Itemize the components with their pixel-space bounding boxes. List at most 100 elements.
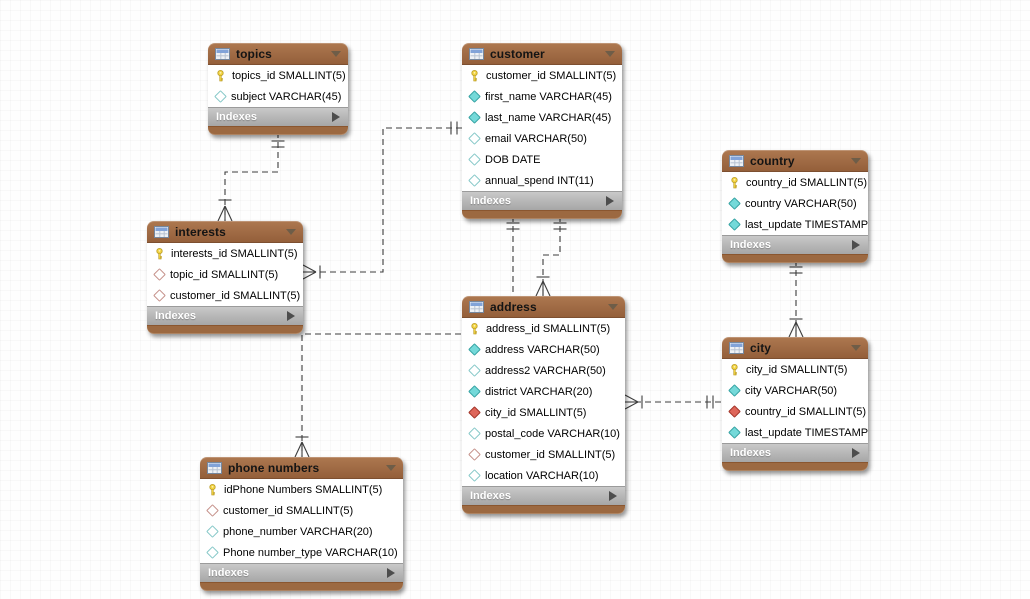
table-country[interactable]: country country_id SMALLINT(5) country VAR… [722, 150, 868, 263]
table-header[interactable]: customer [462, 43, 622, 65]
indexes-bar[interactable]: Indexes [462, 191, 622, 210]
collapse-arrow-icon[interactable] [851, 157, 861, 164]
relationship-city-address[interactable] [624, 394, 722, 410]
column-row[interactable]: phone_number VARCHAR(20) [200, 521, 403, 542]
column-label: city_id SMALLINT(5) [746, 363, 848, 376]
indexes-bar[interactable]: Indexes [722, 235, 868, 254]
indexes-label: Indexes [155, 310, 196, 322]
table-city[interactable]: city city_id SMALLINT(5) city VARCHAR(50)c… [722, 337, 868, 471]
table-header[interactable]: topics [208, 43, 348, 65]
column-row[interactable]: district VARCHAR(20) [462, 381, 625, 402]
collapse-arrow-icon[interactable] [286, 228, 296, 235]
foreign-key-nullable-icon [153, 289, 166, 302]
column-notnull-icon [468, 385, 481, 398]
collapse-arrow-icon[interactable] [331, 50, 341, 57]
column-label: Phone number_type VARCHAR(10) [223, 546, 398, 559]
column-list: country_id SMALLINT(5) country VARCHAR(50… [722, 172, 868, 235]
column-row[interactable]: topic_id SMALLINT(5) [147, 264, 303, 285]
column-nullable-icon [206, 525, 219, 538]
collapse-arrow-icon[interactable] [386, 464, 396, 471]
column-row[interactable]: country_id SMALLINT(5) [722, 172, 868, 193]
collapse-arrow-icon[interactable] [851, 344, 861, 351]
column-row[interactable]: country VARCHAR(50) [722, 193, 868, 214]
table-title: city [750, 340, 772, 355]
table-header[interactable]: address [462, 296, 625, 318]
column-label: country_id SMALLINT(5) [746, 176, 868, 189]
column-row[interactable]: Phone number_type VARCHAR(10) [200, 542, 403, 563]
expand-arrow-icon[interactable] [609, 491, 617, 501]
column-row[interactable]: customer_id SMALLINT(5) [200, 500, 403, 521]
column-row[interactable]: city VARCHAR(50) [722, 380, 868, 401]
column-label: customer_id SMALLINT(5) [485, 448, 616, 461]
column-nullable-icon [468, 469, 481, 482]
collapse-arrow-icon[interactable] [605, 50, 615, 57]
column-row[interactable]: customer_id SMALLINT(5) [462, 65, 622, 86]
indexes-bar[interactable]: Indexes [200, 563, 403, 582]
table-header[interactable]: city [722, 337, 868, 359]
column-notnull-icon [728, 197, 741, 210]
column-row[interactable]: address_id SMALLINT(5) [462, 318, 625, 339]
expand-arrow-icon[interactable] [852, 448, 860, 458]
relationship-topics-interests[interactable] [217, 132, 285, 222]
column-list: interests_id SMALLINT(5)topic_id SMALLIN… [147, 243, 303, 306]
relationship-customer-address[interactable] [535, 216, 567, 297]
expand-arrow-icon[interactable] [387, 568, 395, 578]
column-label: district VARCHAR(20) [485, 385, 593, 398]
column-notnull-icon [468, 111, 481, 124]
column-row[interactable]: interests_id SMALLINT(5) [147, 243, 303, 264]
primary-key-icon [215, 69, 226, 82]
column-row[interactable]: last_update TIMESTAMP [722, 422, 868, 443]
primary-key-icon [207, 483, 218, 496]
relationship-country-city[interactable] [788, 260, 804, 338]
indexes-bar[interactable]: Indexes [462, 486, 625, 505]
table-footer [147, 325, 303, 334]
column-row[interactable]: city_id SMALLINT(5) [462, 402, 625, 423]
table-header[interactable]: country [722, 150, 868, 172]
column-row[interactable]: city_id SMALLINT(5) [722, 359, 868, 380]
table-icon [729, 341, 744, 354]
primary-key-icon [729, 363, 740, 376]
column-row[interactable]: customer_id SMALLINT(5) [462, 444, 625, 465]
table-icon [154, 225, 169, 238]
column-row[interactable]: location VARCHAR(10) [462, 465, 625, 486]
column-row[interactable]: DOB DATE [462, 149, 622, 170]
column-row[interactable]: email VARCHAR(50) [462, 128, 622, 149]
column-row[interactable]: last_name VARCHAR(45) [462, 107, 622, 128]
column-row[interactable]: address VARCHAR(50) [462, 339, 625, 360]
relationship-customer-interests[interactable] [302, 121, 462, 280]
column-row[interactable]: country_id SMALLINT(5) [722, 401, 868, 422]
column-row[interactable]: last_update TIMESTAMP [722, 214, 868, 235]
table-header[interactable]: interests [147, 221, 303, 243]
expand-arrow-icon[interactable] [287, 311, 295, 321]
column-row[interactable]: subject VARCHAR(45) [208, 86, 348, 107]
collapse-arrow-icon[interactable] [608, 303, 618, 310]
expand-arrow-icon[interactable] [332, 112, 340, 122]
column-row[interactable]: customer_id SMALLINT(5) [147, 285, 303, 306]
column-label: last_update TIMESTAMP [745, 218, 869, 231]
indexes-bar[interactable]: Indexes [208, 107, 348, 126]
column-row[interactable]: address2 VARCHAR(50) [462, 360, 625, 381]
indexes-bar[interactable]: Indexes [722, 443, 868, 462]
column-label: address2 VARCHAR(50) [485, 364, 606, 377]
expand-arrow-icon[interactable] [852, 240, 860, 250]
column-list: topics_id SMALLINT(5)subject VARCHAR(45) [208, 65, 348, 107]
column-row[interactable]: idPhone Numbers SMALLINT(5) [200, 479, 403, 500]
table-header[interactable]: phone numbers [200, 457, 403, 479]
indexes-bar[interactable]: Indexes [147, 306, 303, 325]
expand-arrow-icon[interactable] [606, 196, 614, 206]
column-row[interactable]: topics_id SMALLINT(5) [208, 65, 348, 86]
column-row[interactable]: postal_code VARCHAR(10) [462, 423, 625, 444]
column-label: last_update TIMESTAMP [745, 426, 869, 439]
column-row[interactable]: first_name VARCHAR(45) [462, 86, 622, 107]
table-icon [469, 300, 484, 313]
relationship-customer-phone-numbers[interactable] [294, 216, 520, 458]
column-label: email VARCHAR(50) [485, 132, 587, 145]
column-row[interactable]: annual_spend INT(11) [462, 170, 622, 191]
